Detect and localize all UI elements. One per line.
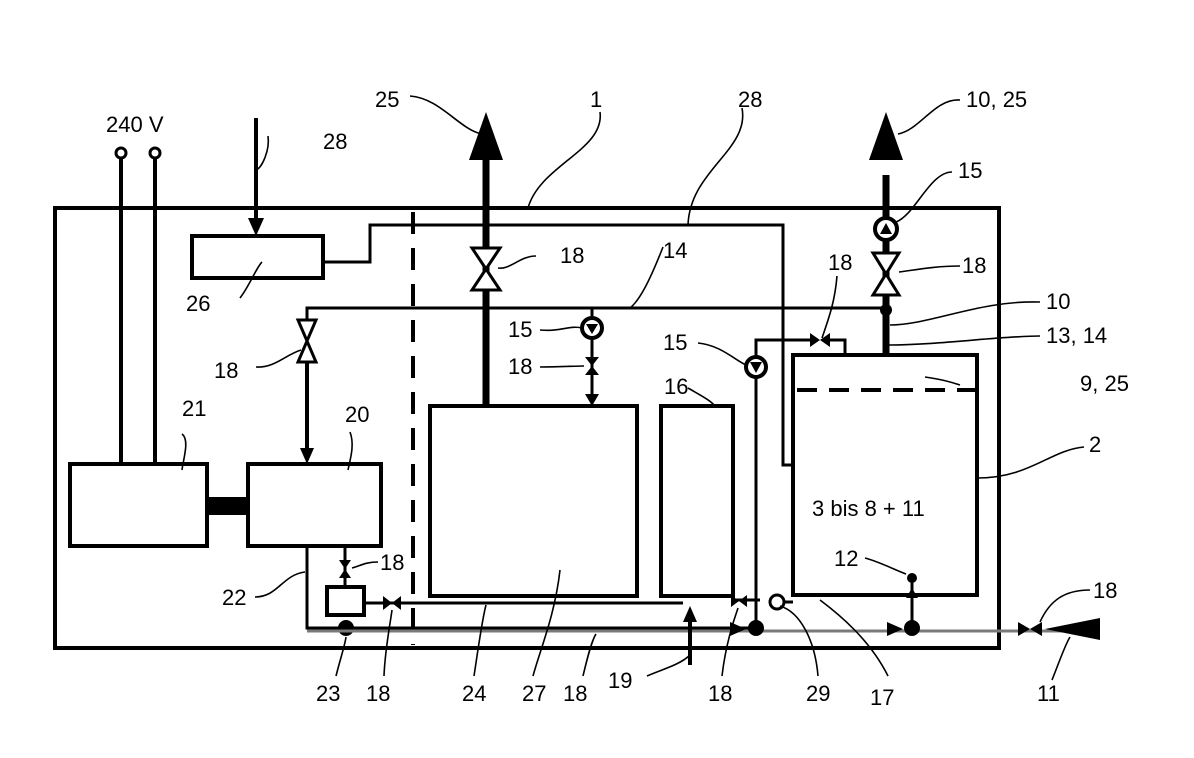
box-21	[70, 464, 207, 546]
valve-18-right	[873, 253, 899, 295]
valve-18-under-20	[339, 560, 351, 578]
arrow-10-25	[869, 112, 903, 160]
label-15-left: 15	[508, 317, 532, 342]
label-17: 17	[870, 685, 894, 710]
arrow-11	[1045, 618, 1100, 640]
valve-18-left	[298, 320, 316, 362]
label-18-i: 18	[563, 681, 587, 706]
label-21: 21	[182, 396, 206, 421]
power-terminals	[116, 148, 160, 465]
label-18-j: 18	[708, 681, 732, 706]
label-20: 20	[345, 402, 369, 427]
label-13-14: 13, 14	[1046, 323, 1107, 348]
label-15-right: 15	[958, 158, 982, 183]
label-9-25: 9, 25	[1080, 371, 1129, 396]
node-bottom	[748, 620, 764, 636]
box-16	[661, 406, 733, 596]
arrow-19	[683, 606, 697, 622]
tank-2	[793, 355, 977, 595]
label-14: 14	[663, 238, 687, 263]
label-23: 23	[316, 681, 340, 706]
box-20	[248, 464, 381, 546]
component-12	[907, 573, 917, 583]
label-12: 12	[834, 546, 858, 571]
label-28-left: 28	[323, 129, 347, 154]
node-12	[904, 620, 920, 636]
label-18-e: 18	[214, 358, 238, 383]
label-240v: 240 V	[106, 112, 164, 137]
label-25: 25	[375, 87, 399, 112]
label-18-c: 18	[962, 253, 986, 278]
box-26	[192, 236, 323, 278]
label-15-mid: 15	[663, 330, 687, 355]
label-10-25: 10, 25	[966, 87, 1027, 112]
label-1: 1	[590, 87, 602, 112]
label-26: 26	[186, 291, 210, 316]
label-29: 29	[806, 681, 830, 706]
label-18-d: 18	[508, 354, 532, 379]
box-24-27	[430, 406, 637, 596]
node-23	[338, 620, 354, 636]
label-22: 22	[222, 585, 246, 610]
valve-18-bottom-left	[383, 596, 401, 610]
label-24: 24	[462, 681, 486, 706]
label-18-f: 18	[380, 550, 404, 575]
label-2: 2	[1089, 432, 1101, 457]
valve-18-top-tank	[810, 333, 830, 347]
label-18-h: 18	[366, 681, 390, 706]
valve-18-mid	[585, 357, 599, 375]
label-19: 19	[608, 668, 632, 693]
arrow-into-20	[300, 448, 314, 464]
valve-18-inlet	[1018, 622, 1042, 636]
label-11: 11	[1037, 681, 1060, 706]
shaft-21-20	[207, 497, 248, 515]
label-18-g: 18	[1093, 578, 1117, 603]
arrow-25	[469, 112, 503, 160]
label-28-right: 28	[738, 87, 762, 112]
label-18-a: 18	[560, 243, 584, 268]
label-10: 10	[1046, 289, 1070, 314]
arrow-28-down	[248, 218, 264, 236]
component-23	[327, 587, 364, 615]
tank-text: 3 bis 8 + 11	[812, 496, 925, 521]
label-27: 27	[522, 681, 546, 706]
label-16: 16	[664, 374, 688, 399]
label-18-b: 18	[828, 250, 852, 275]
valve-18-pipe-25	[472, 248, 500, 290]
